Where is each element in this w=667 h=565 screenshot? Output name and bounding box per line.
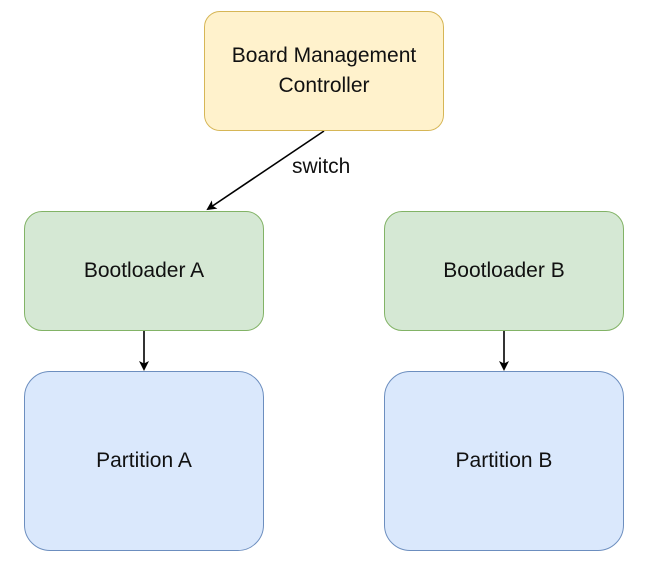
switch-edge: [206, 130, 325, 211]
bmc-label-line2: Controller: [278, 74, 370, 97]
bootloader-b-label: Bootloader B: [443, 259, 565, 282]
bootloader-a-node: Bootloader A: [24, 211, 264, 331]
bootloader-a-label: Bootloader A: [83, 259, 205, 282]
partition-b-label: Partition B: [455, 449, 553, 472]
switch-edge-label: switch: [292, 155, 351, 178]
partition-a-node: Partition A: [24, 371, 264, 551]
bootloader-b-node: Bootloader B: [384, 211, 624, 331]
bmc-label-line1: Board Management: [231, 44, 417, 67]
partition-b-node: Partition B: [384, 371, 624, 551]
bmc-label: Board Management Controller: [232, 41, 416, 101]
partition-a-label: Partition A: [96, 449, 192, 472]
board-management-controller-node: Board Management Controller: [204, 11, 444, 131]
